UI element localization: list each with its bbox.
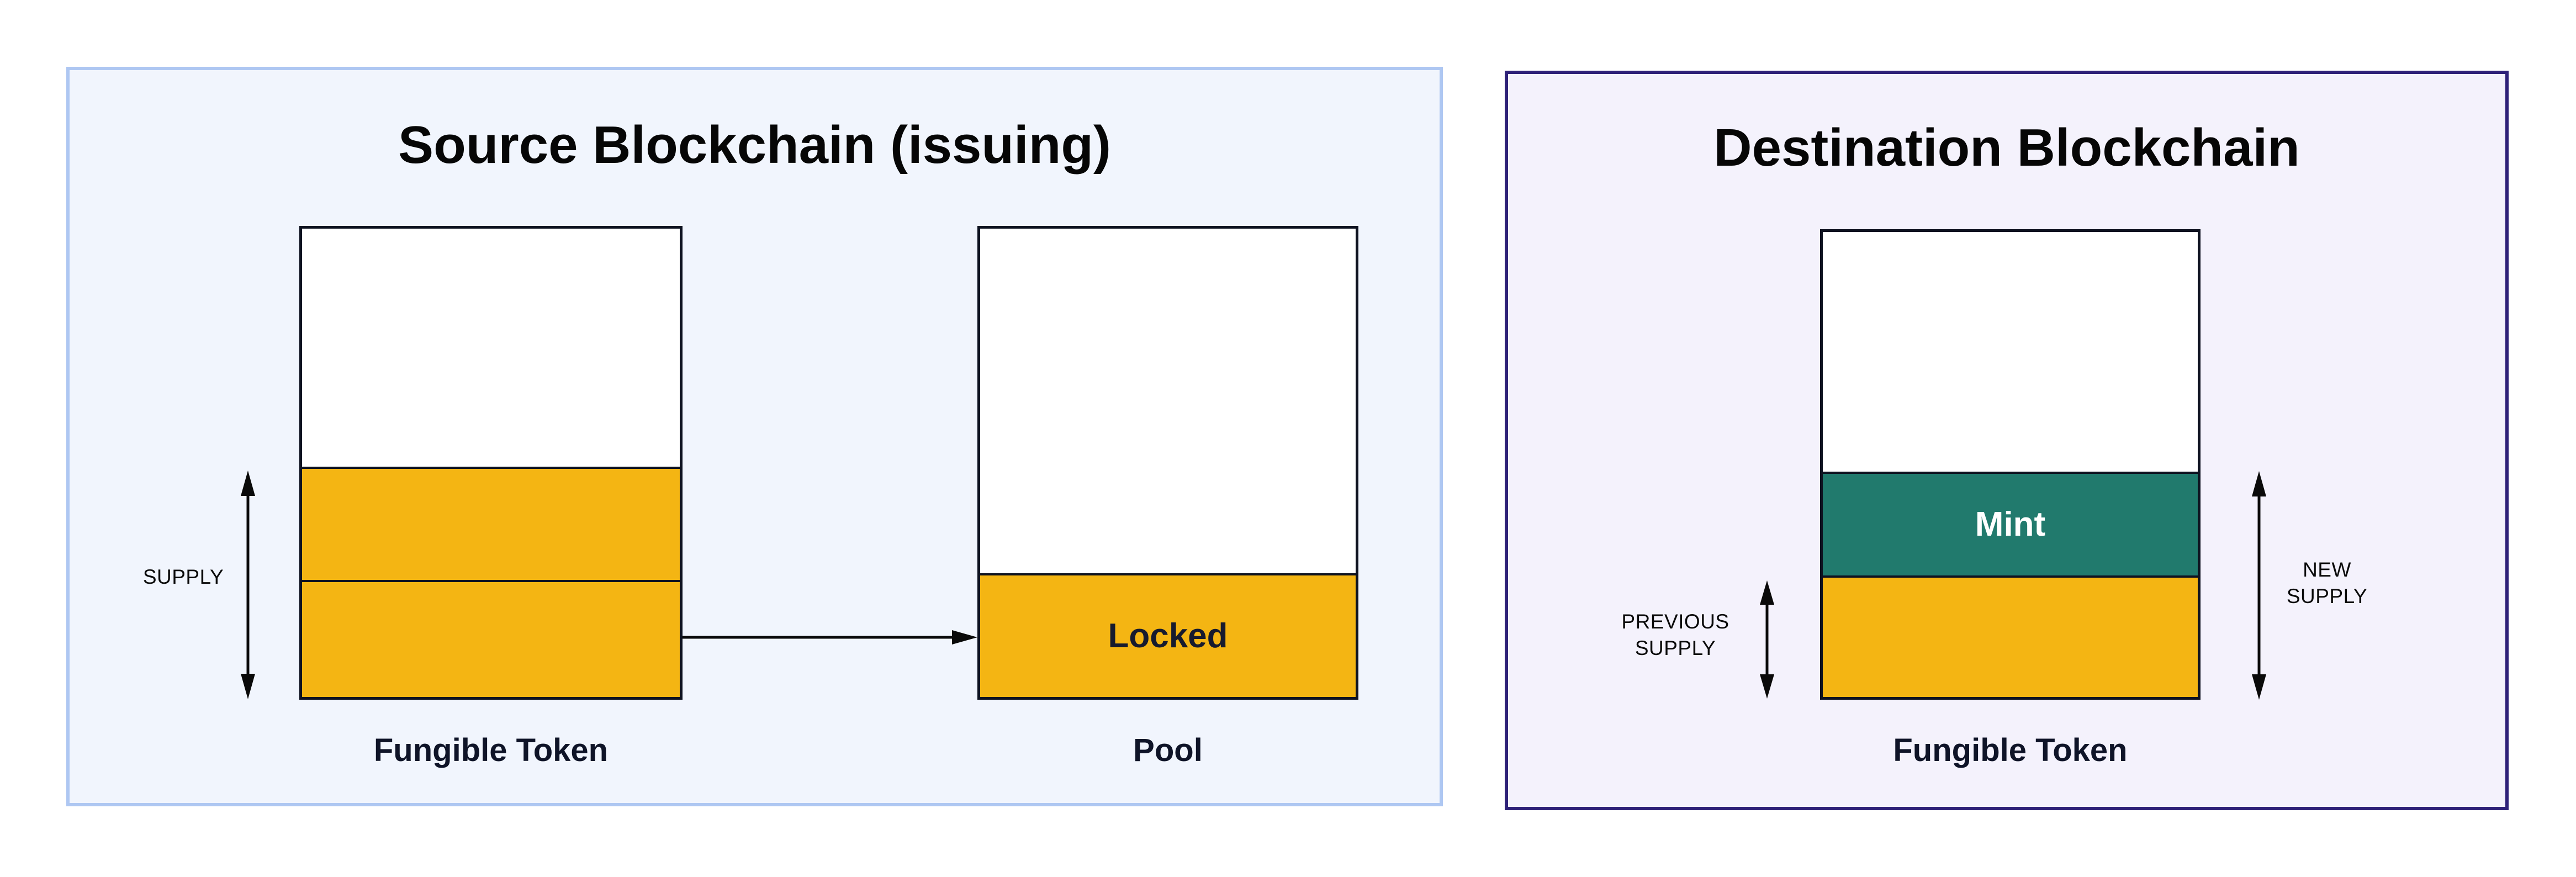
source-token-supply-segment-upper (302, 467, 680, 580)
destination-token-empty-area (1823, 232, 2198, 472)
new-supply-range-arrow-icon (2252, 471, 2266, 700)
source-token-empty-area (302, 229, 680, 467)
source-fungible-token-label: Fungible Token (373, 732, 609, 768)
transfer-arrow-icon (683, 630, 977, 644)
destination-fungible-token-box: Mint (1820, 229, 2201, 700)
pool-empty-area (980, 229, 1356, 573)
source-blockchain-panel: Source Blockchain (issuing) SUPPLY Locke… (66, 67, 1443, 806)
destination-mint-segment: Mint (1823, 472, 2198, 575)
previous-supply-range-arrow-icon (1760, 580, 1774, 699)
destination-blockchain-panel: Destination Blockchain Mint PREVIOUS SUP… (1505, 71, 2509, 810)
pool-box: Locked (977, 226, 1358, 700)
destination-previous-supply-segment (1823, 575, 2198, 697)
mint-label: Mint (1975, 505, 2046, 543)
supply-label: SUPPLY (142, 566, 224, 588)
supply-range-arrow-icon (241, 471, 255, 699)
pool-label: Pool (1133, 732, 1203, 768)
pool-locked-segment: Locked (980, 573, 1356, 697)
previous-supply-label: PREVIOUS SUPPLY (1621, 610, 1729, 660)
destination-panel-title: Destination Blockchain (1713, 118, 2300, 177)
new-supply-label: NEW SUPPLY (2286, 558, 2368, 608)
source-fungible-token-box (299, 226, 683, 700)
locked-label: Locked (1108, 617, 1228, 655)
source-token-supply-segment-lower (302, 580, 680, 697)
destination-fungible-token-label: Fungible Token (1893, 732, 2128, 768)
source-panel-title: Source Blockchain (issuing) (398, 115, 1111, 175)
